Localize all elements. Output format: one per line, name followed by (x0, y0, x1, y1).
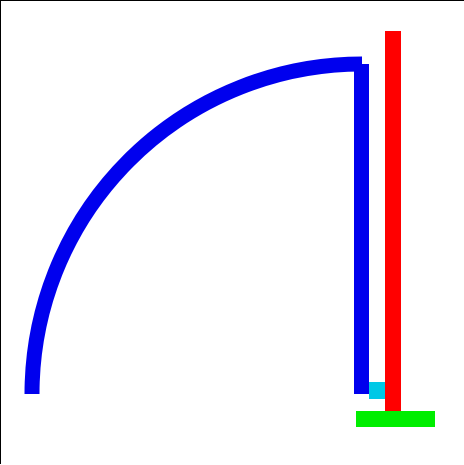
green-horizontal-bar (356, 411, 435, 427)
blue-arc-stroke (24, 56, 363, 395)
cyan-square (369, 382, 385, 399)
blue-vertical-bar (354, 64, 369, 394)
red-vertical-bar (385, 31, 401, 412)
